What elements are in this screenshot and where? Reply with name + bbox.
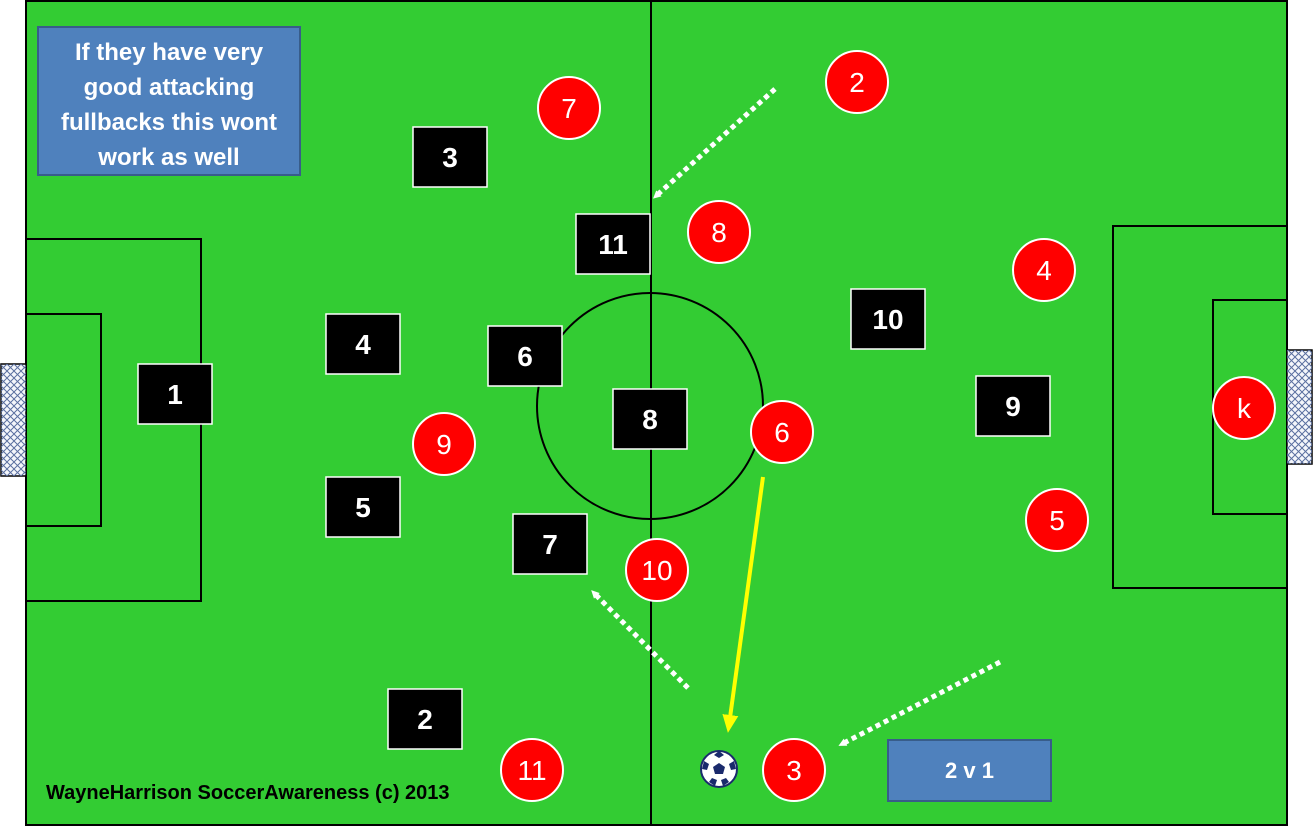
player-number: 10 (872, 304, 903, 335)
player-circle (1012, 238, 1076, 302)
red-player-2: 2 (825, 50, 889, 114)
player-number: 10 (641, 555, 672, 586)
red-team: 7 2 8 4 k 9 6 5 10 11 3 (412, 50, 1276, 802)
red-player-6: 6 (750, 400, 814, 464)
player-circle (762, 738, 826, 802)
player-circle (500, 738, 564, 802)
player-number: 2 (417, 704, 433, 735)
movement-arrows (591, 87, 1002, 747)
player-square (975, 375, 1051, 437)
note-line: If they have very (74, 39, 264, 66)
player-number: 7 (542, 529, 558, 560)
red-player-8: 8 (687, 200, 751, 264)
black-player-7: 7 (512, 513, 588, 575)
black-player-1: 1 (137, 363, 213, 425)
red-player-3: 3 (762, 738, 826, 802)
goal-net-icon (1, 364, 26, 476)
player-number: 5 (1049, 505, 1065, 536)
player-number: 1 (167, 379, 183, 410)
note-line: fullbacks this wont (60, 109, 278, 136)
goal-net-icon (1287, 350, 1312, 464)
player-square (137, 363, 213, 425)
center-circle (536, 292, 764, 520)
black-player-5: 5 (325, 476, 401, 538)
player-number: 4 (355, 329, 371, 360)
player-number: 3 (786, 755, 802, 786)
tactic-label: 2 v 1 (945, 757, 994, 783)
player-square (325, 476, 401, 538)
player-square (412, 126, 488, 188)
player-square (612, 388, 688, 450)
note-line: work as well (98, 144, 240, 171)
player-square (512, 513, 588, 575)
player-circle (750, 400, 814, 464)
player-number: 9 (436, 429, 452, 460)
black-player-2: 2 (387, 688, 463, 750)
run-arrow (591, 590, 690, 690)
player-circle (412, 412, 476, 476)
red-player-7: 7 (537, 76, 601, 140)
black-player-8: 8 (612, 388, 688, 450)
player-square (387, 688, 463, 750)
credit-text: WayneHarrison SoccerAwareness (c) 2013 (46, 782, 450, 804)
player-square (487, 325, 563, 387)
player-circle (825, 50, 889, 114)
player-circle (537, 76, 601, 140)
black-player-10: 10 (850, 288, 926, 350)
player-number: k (1237, 393, 1252, 424)
player-square (325, 313, 401, 375)
note-box: If they have very good attacking fullbac… (37, 26, 301, 176)
red-player-10: 10 (625, 538, 689, 602)
player-number: 5 (355, 492, 371, 523)
player-number: 6 (517, 341, 533, 372)
player-number: 11 (517, 755, 546, 786)
note-line: good attacking (83, 74, 255, 101)
black-player-11: 11 (575, 213, 651, 275)
player-number: 2 (849, 67, 865, 98)
black-player-6: 6 (487, 325, 563, 387)
red-player-k: k (1212, 376, 1276, 440)
red-player-11: 11 (500, 738, 564, 802)
player-number: 8 (642, 404, 658, 435)
tactic-label-box: 2 v 1 (887, 739, 1052, 802)
player-number: 8 (711, 217, 727, 248)
player-square (850, 288, 926, 350)
player-circle (625, 538, 689, 602)
player-circle (1212, 376, 1276, 440)
player-circle (687, 200, 751, 264)
player-number: 4 (1036, 255, 1052, 286)
black-player-4: 4 (325, 313, 401, 375)
player-square (575, 213, 651, 275)
black-player-3: 3 (412, 126, 488, 188)
red-player-4: 4 (1012, 238, 1076, 302)
soccer-ball-icon (700, 750, 738, 788)
red-player-9: 9 (412, 412, 476, 476)
player-number: 6 (774, 417, 790, 448)
player-number: 3 (442, 142, 458, 173)
player-circle (1025, 488, 1089, 552)
player-number: 9 (1005, 391, 1021, 422)
pass-arrow (722, 476, 765, 733)
run-arrow (838, 659, 1002, 747)
black-player-9: 9 (975, 375, 1051, 437)
black-team: 1 3 11 4 6 8 10 9 5 7 2 (137, 126, 1051, 750)
player-number: 7 (561, 93, 577, 124)
player-number: 11 (598, 229, 628, 260)
red-player-5: 5 (1025, 488, 1089, 552)
